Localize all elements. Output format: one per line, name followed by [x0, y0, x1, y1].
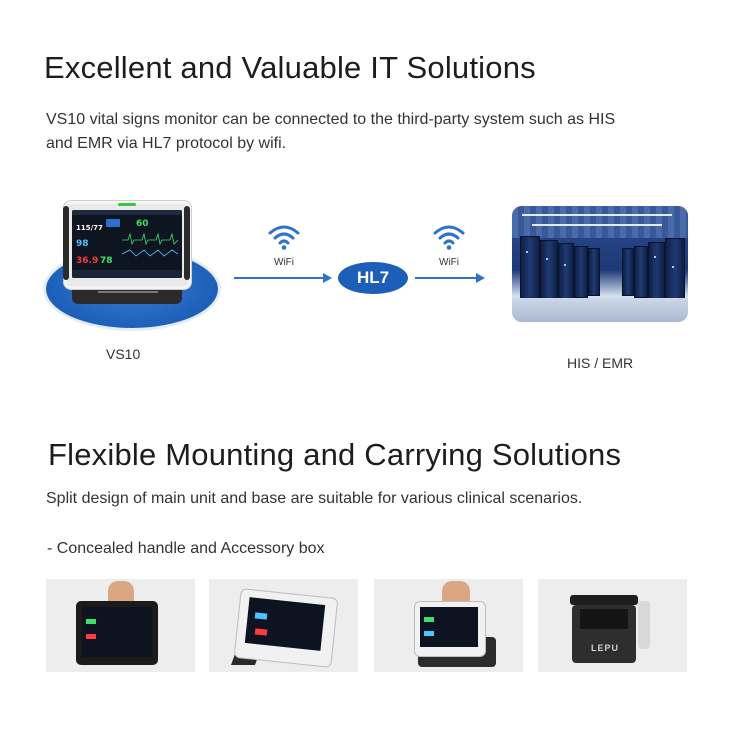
- screen-temp-value: 36.9: [76, 256, 99, 266]
- section-description-mounting: Split design of main unit and base are s…: [46, 490, 583, 507]
- server-rack: [588, 248, 600, 296]
- ceiling-light: [522, 214, 672, 216]
- section-title-it: Excellent and Valuable IT Solutions: [44, 50, 536, 85]
- server-ceiling: [512, 206, 688, 238]
- system-label: HIS / EMR: [567, 355, 634, 371]
- ceiling-light: [532, 224, 662, 226]
- server-rack: [622, 248, 634, 296]
- arrow-right-icon: [323, 273, 332, 283]
- box-opening: [580, 609, 628, 629]
- section-description-it: VS10 vital signs monitor can be connecte…: [46, 108, 726, 156]
- screen-value-bar: [86, 619, 96, 624]
- description-line: and EMR via HL7 protocol by wifi.: [46, 135, 287, 152]
- photo-handle-carry: [46, 579, 195, 672]
- screen-tile: [106, 219, 120, 227]
- tablet-screen: [420, 607, 478, 647]
- screen-spo2-value: 98: [76, 239, 89, 249]
- server-rack: [634, 246, 648, 298]
- photo-standing-mount: [209, 579, 358, 672]
- wifi-right-label: WiFi: [439, 257, 459, 268]
- arrow-line-left: [234, 277, 324, 279]
- screen-pr-value: 78: [100, 256, 113, 266]
- screen-bottom-bar: [72, 270, 182, 278]
- wifi-left-label: WiFi: [274, 257, 294, 268]
- monitor-bumper-left: [63, 206, 69, 280]
- device-label: VS10: [106, 346, 141, 362]
- server-rack: [558, 243, 574, 300]
- arrow-line-right: [415, 277, 477, 279]
- rack-led: [672, 266, 674, 268]
- photo-accessory-box: LEPU: [538, 579, 687, 672]
- screen-pr-top-value: 60: [136, 219, 149, 229]
- tablet-screen: [244, 597, 326, 651]
- server-rack: [665, 238, 685, 304]
- screen-value-bar: [424, 631, 434, 636]
- wifi-icon: [268, 223, 300, 251]
- photo-dock-insert: [374, 579, 523, 672]
- feature-bullet: - Concealed handle and Accessory box: [47, 540, 325, 557]
- description-line: VS10 vital signs monitor can be connecte…: [46, 111, 616, 128]
- server-rack: [520, 236, 540, 304]
- screen-value-bar: [86, 634, 96, 639]
- screen-value-bar: [254, 612, 268, 620]
- screen-value-bar: [254, 628, 268, 636]
- monitor-bumper-right: [184, 206, 190, 280]
- server-floor: [512, 298, 688, 322]
- server-rack: [540, 240, 558, 302]
- rack-led: [654, 256, 656, 258]
- section-title-mounting: Flexible Mounting and Carrying Solutions: [48, 437, 622, 472]
- monitor-screen: 115/77 60 98 36.9 78: [72, 210, 182, 278]
- server-rack: [648, 242, 665, 302]
- box-brand-label: LEPU: [591, 643, 620, 653]
- tablet-screen: [82, 607, 152, 657]
- wifi-icon: [433, 223, 465, 251]
- screen-ecg-waveform: [122, 232, 178, 257]
- arrow-right-icon: [476, 273, 485, 283]
- rack-led: [564, 264, 566, 266]
- server-rack: [574, 246, 588, 298]
- rack-led: [546, 258, 548, 260]
- screen-topbar: [72, 210, 182, 215]
- rack-led: [526, 251, 528, 253]
- hl7-protocol-badge: HL7: [338, 262, 408, 294]
- box-lid: [570, 595, 638, 605]
- side-holder: [638, 601, 650, 649]
- screen-value-bar: [424, 617, 434, 622]
- dock-label-strip: [98, 291, 158, 293]
- monitor-status-led: [118, 203, 136, 206]
- server-room-image: [512, 206, 688, 322]
- screen-bp-value: 115/77: [76, 224, 103, 232]
